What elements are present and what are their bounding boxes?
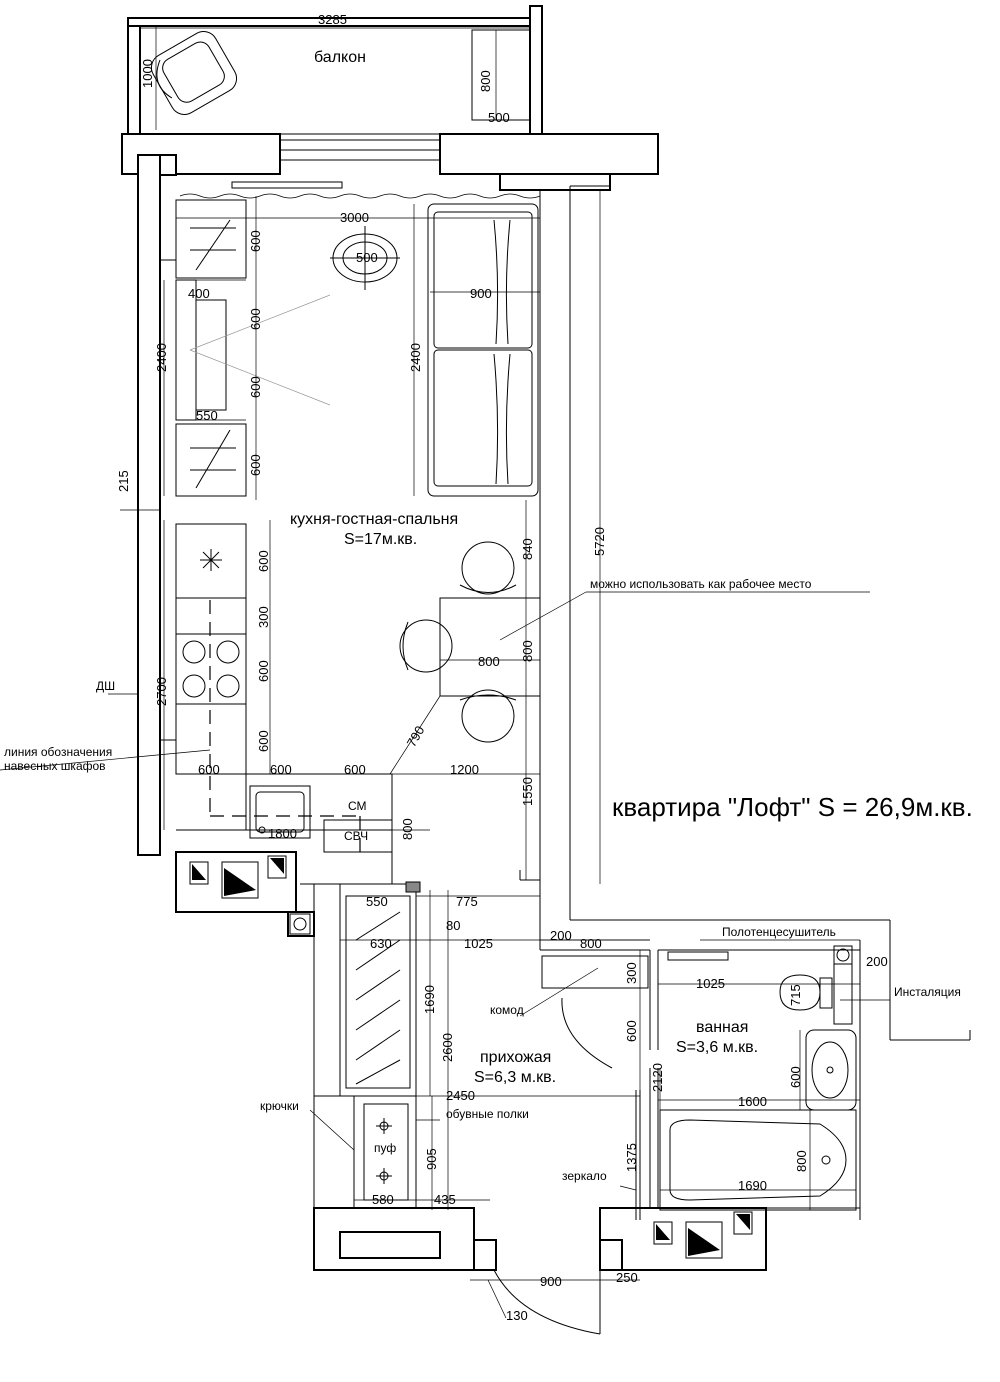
sink-icon xyxy=(249,785,311,839)
dimension-lines xyxy=(0,26,890,1319)
dim-1375: 1375 xyxy=(624,1143,639,1172)
dim-600-v4: 600 xyxy=(248,454,263,476)
dim-2450: 2450 xyxy=(446,1088,475,1103)
dim-800-table-v: 800 xyxy=(520,640,535,662)
cooktop-icon xyxy=(182,640,240,698)
bathroom-fixtures xyxy=(659,945,857,1211)
label-towel: Полотенцесушитель xyxy=(722,925,836,939)
label-sm: СМ xyxy=(348,799,367,813)
label-cabinets-1: линия обозначения xyxy=(4,745,112,759)
dim-600-h1: 600 xyxy=(198,762,220,777)
dim-500-balcony: 500 xyxy=(488,110,510,125)
dim-600-v2: 600 xyxy=(248,308,263,330)
dim-1690-closet: 1690 xyxy=(422,985,437,1014)
dim-1200: 1200 xyxy=(450,762,479,777)
dim-215: 215 xyxy=(116,470,131,492)
label-mirror: зеркало xyxy=(562,1169,607,1183)
dim-600-v3: 600 xyxy=(248,376,263,398)
label-komod: комод xyxy=(490,1003,524,1017)
dim-1800: 1800 xyxy=(268,826,297,841)
dim-900-door: 900 xyxy=(540,1274,562,1289)
dim-5720: 5720 xyxy=(592,527,607,556)
dim-580: 580 xyxy=(372,1192,394,1207)
dim-840: 840 xyxy=(520,538,535,560)
label-dsh: ДШ xyxy=(96,679,115,693)
label-svch: СВЧ xyxy=(344,829,368,843)
dim-80: 80 xyxy=(446,918,460,933)
dim-800-partition: 800 xyxy=(580,936,602,951)
dim-400: 400 xyxy=(188,286,210,301)
room-living-area: S=17м.кв. xyxy=(344,531,417,548)
dim-800-balcony: 800 xyxy=(478,70,493,92)
dim-250: 250 xyxy=(616,1270,638,1285)
dim-300-komod: 300 xyxy=(624,962,639,984)
dim-2700: 2700 xyxy=(154,677,169,706)
room-bath-area: S=3,6 м.кв. xyxy=(676,1039,758,1056)
dim-2400-sofa: 2400 xyxy=(408,343,423,372)
dim-600-v1: 600 xyxy=(248,230,263,252)
dim-600-v7: 600 xyxy=(256,730,271,752)
dim-1025-bath: 1025 xyxy=(696,976,725,991)
room-bath-name: ванная xyxy=(696,1019,748,1036)
dim-905: 905 xyxy=(424,1148,439,1170)
room-hall-name: прихожая xyxy=(480,1049,551,1066)
dim-1025-hall: 1025 xyxy=(464,936,493,951)
dim-800-tub: 800 xyxy=(794,1150,809,1172)
sofa-icon xyxy=(427,203,539,497)
dim-550-kitchen: 550 xyxy=(196,408,218,423)
dim-2400-kitchen: 2400 xyxy=(154,343,169,372)
dim-2600: 2600 xyxy=(440,1033,455,1062)
dim-500-lamp: 500 xyxy=(356,250,378,265)
dim-900-sofa: 900 xyxy=(470,286,492,301)
dim-200-b: 200 xyxy=(866,954,888,969)
dim-435: 435 xyxy=(434,1192,456,1207)
plan-title: квартира "Лофт" S = 26,9м.кв. xyxy=(612,792,973,822)
dim-630: 630 xyxy=(370,936,392,951)
dim-790: 790 xyxy=(404,723,428,749)
kitchen-units xyxy=(175,199,393,884)
room-balcony: балкон xyxy=(314,49,366,66)
label-shoe: обувные полки xyxy=(446,1107,529,1121)
fan-icon xyxy=(200,549,222,571)
dim-1550: 1550 xyxy=(520,777,535,806)
label-hooks: крючки xyxy=(260,1099,299,1113)
dim-600-v6: 600 xyxy=(256,660,271,682)
furniture xyxy=(330,203,541,880)
label-install: Инсталяция xyxy=(894,985,961,999)
dim-1690-tub: 1690 xyxy=(738,1178,767,1193)
dim-1000: 1000 xyxy=(140,59,155,88)
light-icon xyxy=(376,1118,392,1184)
dim-3000: 3000 xyxy=(340,210,369,225)
vent-shafts xyxy=(189,855,753,1259)
dim-600-v5: 600 xyxy=(256,550,271,572)
room-hall-area: S=6,3 м.кв. xyxy=(474,1069,556,1086)
dim-600-h3: 600 xyxy=(344,762,366,777)
dim-300-kitchen: 300 xyxy=(256,606,271,628)
room-living-name: кухня-гостная-спальня xyxy=(290,511,458,528)
dim-2120: 2120 xyxy=(650,1063,665,1092)
toilet-icon xyxy=(779,974,833,1011)
dim-1600: 1600 xyxy=(738,1094,767,1109)
label-puf: пуф xyxy=(374,1141,396,1155)
ceiling-lamp-icon xyxy=(330,226,400,290)
dim-130: 130 xyxy=(506,1308,528,1323)
label-cabinets-2: навесных шкафов xyxy=(4,759,106,773)
dim-600-h2: 600 xyxy=(270,762,292,777)
label-workplace: можно использовать как рабочее место xyxy=(590,577,812,591)
dim-800-table: 800 xyxy=(478,654,500,669)
dim-800-micro: 800 xyxy=(400,818,415,840)
armchair-icon xyxy=(150,31,238,115)
dim-775: 775 xyxy=(456,894,478,909)
dim-600-bath-door: 600 xyxy=(624,1020,639,1042)
dim-600-basin: 600 xyxy=(788,1066,803,1088)
dim-3285: 3285 xyxy=(318,12,347,27)
dim-200-a: 200 xyxy=(550,928,572,943)
dim-715: 715 xyxy=(788,984,803,1006)
dining-table-icon xyxy=(399,541,541,743)
dim-550-hall: 550 xyxy=(366,894,388,909)
